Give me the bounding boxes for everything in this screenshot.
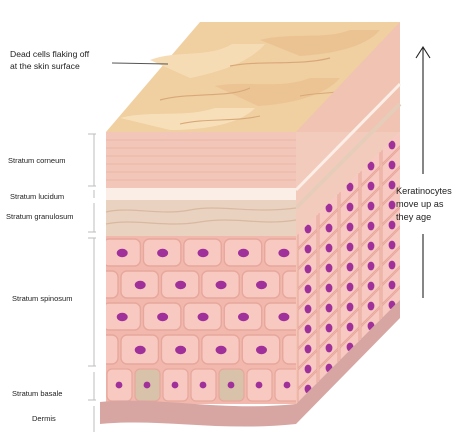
side-face (294, 22, 402, 404)
cell-nucleus (278, 248, 290, 258)
spinosum-front (76, 236, 296, 404)
cell-nucleus (115, 381, 123, 389)
cell-nucleus (388, 200, 396, 210)
cell-nucleus (367, 261, 375, 271)
cell-nucleus (346, 202, 354, 212)
cell-nucleus (367, 241, 375, 251)
spinosum-cell (282, 270, 296, 299)
cell-nucleus (325, 323, 333, 333)
cell-nucleus (346, 302, 354, 312)
cell-nucleus (325, 203, 333, 213)
cell-nucleus (199, 381, 207, 389)
cell-nucleus (325, 223, 333, 233)
cell-nucleus (367, 221, 375, 231)
lucidum-front (106, 188, 296, 200)
cell-nucleus (367, 161, 375, 171)
cell-nucleus (304, 304, 312, 314)
label-stratum-lucidum: Stratum lucidum (10, 192, 64, 201)
cell-nucleus (346, 262, 354, 272)
cell-nucleus (304, 264, 312, 274)
cell-nucleus (325, 343, 333, 353)
cell-nucleus (325, 283, 333, 293)
cell-nucleus (278, 312, 290, 322)
cell-nucleus (367, 301, 375, 311)
skin-surface (106, 22, 400, 132)
dermis (100, 300, 400, 427)
callout-surface-line2: at the skin surface (10, 61, 80, 71)
cell-nucleus (116, 312, 128, 322)
cell-nucleus (134, 345, 146, 355)
callout-surface-leader (111, 62, 169, 65)
cell-nucleus (255, 345, 267, 355)
spinosum-cell (282, 334, 296, 365)
layer-brackets (88, 133, 96, 432)
cell-nucleus (388, 160, 396, 170)
cell-nucleus (304, 344, 312, 354)
cell-nucleus (197, 312, 209, 322)
cell-nucleus (175, 345, 187, 355)
cell-nucleus (94, 281, 105, 289)
cell-nucleus (304, 364, 312, 374)
cell-nucleus (304, 284, 312, 294)
cell-nucleus (237, 248, 249, 258)
cell-nucleus (157, 248, 169, 258)
cell-nucleus (388, 280, 396, 290)
cell-nucleus (116, 248, 128, 258)
spinosum-cell (106, 334, 119, 365)
cell-nucleus (197, 248, 209, 258)
spinosum-cell (106, 270, 119, 299)
cell-nucleus (325, 243, 333, 253)
cell-nucleus (367, 181, 375, 191)
label-stratum-basale: Stratum basale (12, 389, 62, 398)
migration-arrow (415, 45, 431, 298)
migration-line3: they age (396, 212, 431, 222)
cell-nucleus (175, 280, 187, 290)
cell-nucleus (346, 182, 354, 192)
cell-nucleus (76, 249, 87, 257)
callout-surface-line1: Dead cells flaking off (10, 49, 90, 59)
cell-nucleus (346, 242, 354, 252)
granulosum-front (105, 200, 297, 236)
cell-nucleus (325, 263, 333, 273)
cell-nucleus (134, 280, 146, 290)
cell-nucleus (346, 322, 354, 332)
cell-nucleus (157, 312, 169, 322)
cell-nucleus (227, 381, 235, 389)
cell-nucleus (171, 381, 179, 389)
cell-nucleus (255, 280, 267, 290)
cell-nucleus (304, 244, 312, 254)
cell-nucleus (388, 240, 396, 250)
label-stratum-corneum: Stratum corneum (8, 156, 66, 165)
label-dermis: Dermis (32, 414, 56, 423)
cell-nucleus (346, 222, 354, 232)
label-stratum-spinosum: Stratum spinosum (12, 294, 72, 303)
cell-nucleus (283, 381, 291, 389)
migration-line2: move up as (396, 199, 444, 209)
cell-nucleus (367, 281, 375, 291)
cell-nucleus (346, 282, 354, 292)
cell-nucleus (388, 140, 396, 150)
cell-nucleus (325, 303, 333, 313)
cell-nucleus (215, 345, 227, 355)
cell-nucleus (388, 220, 396, 230)
cell-nucleus (367, 201, 375, 211)
corneum-front (106, 132, 296, 188)
cell-nucleus (76, 313, 87, 321)
cell-nucleus (237, 312, 249, 322)
cell-nucleus (143, 381, 151, 389)
cell-nucleus (304, 224, 312, 234)
cell-nucleus (255, 381, 263, 389)
cell-nucleus (304, 324, 312, 334)
label-stratum-granulosum: Stratum granulosum (6, 212, 74, 221)
cell-nucleus (388, 180, 396, 190)
cell-nucleus (388, 260, 396, 270)
cell-nucleus (215, 280, 227, 290)
cell-nucleus (94, 346, 105, 354)
migration-line1: Keratinocytes (396, 186, 452, 196)
